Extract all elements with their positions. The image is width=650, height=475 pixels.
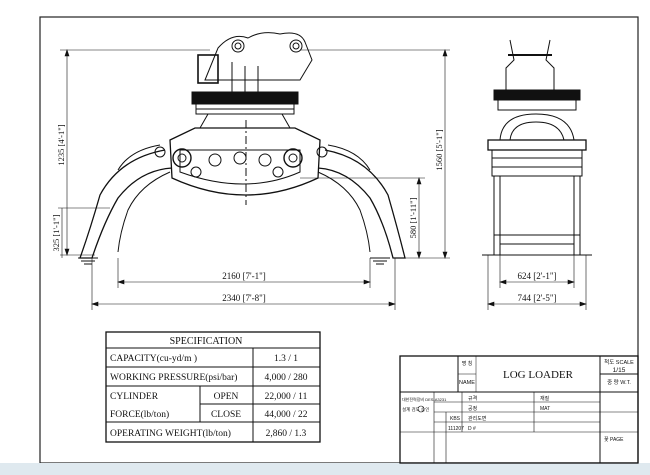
- title-name-label: NAME: [459, 380, 475, 386]
- title-stamp-line: 설계 검도 승인: [402, 406, 429, 413]
- title-block: 명 칭 NAME LOG LOADER 척도 SCALE 1/15 중 량 W.…: [399, 355, 639, 464]
- right-tine-inner: [317, 171, 371, 253]
- dim-width-outer: 2340 [7'-8"]: [222, 293, 266, 303]
- side-dimensions: [487, 255, 587, 310]
- mount-bracket: [204, 32, 313, 81]
- pivot-right-inner: [288, 153, 298, 163]
- dim-width-inner: 2160 [7'-1"]: [222, 271, 266, 281]
- front-view: [78, 32, 406, 265]
- frame-inner: [179, 149, 301, 185]
- left-tine-arm: [117, 144, 161, 171]
- title-part-kr: 관리도면: [468, 415, 487, 422]
- spec-row-sub: OPEN: [214, 392, 239, 402]
- cylinder-pin: [258, 153, 272, 167]
- spec-row-value: 4,000 / 280: [264, 373, 307, 383]
- title-name-value: LOG LOADER: [503, 369, 574, 381]
- spec-table: SPECIFICATION CAPACITY(cu-yd/m ) 1.3 / 1…: [105, 331, 321, 443]
- right-tine-arm: [327, 144, 371, 171]
- front-dimensions: [58, 49, 450, 310]
- pivot-left-inner: [177, 153, 187, 163]
- side-rotator-ring: [497, 99, 577, 111]
- dim-side-outer: 744 [2'-5"]: [517, 293, 556, 303]
- upper-pin-right: [316, 146, 328, 158]
- side-rotator: [493, 89, 581, 101]
- side-view: [482, 39, 592, 256]
- title-material-label: MAT: [540, 406, 550, 412]
- ground-mark-right: [370, 257, 390, 265]
- side-mount: [505, 39, 555, 90]
- dim-height-top: 1235 [4'-1"]: [56, 124, 66, 165]
- pin-hole-left: [231, 39, 245, 53]
- cylinder-pin: [272, 166, 284, 178]
- spec-row-value: 44,000 / 22: [264, 410, 307, 420]
- title-name-kr: 명 칭: [462, 360, 473, 367]
- valve-block: [197, 54, 219, 84]
- dim-height-low: 325 [1'-1"]: [51, 214, 61, 251]
- title-dwg-no: D #: [468, 426, 476, 432]
- side-arch: [499, 113, 575, 141]
- spec-row-label: OPERATING WEIGHT(lb/ton): [110, 428, 231, 439]
- title-material-kr: 재질: [540, 395, 550, 402]
- approval-stamp: [417, 405, 425, 413]
- pin-hole-right-inner: [292, 42, 300, 50]
- title-kbs: KBS: [450, 416, 461, 422]
- title-scale-value: 1/15: [613, 367, 626, 374]
- dim-side-inner: 624 [2'-1"]: [517, 271, 556, 281]
- dim-height-mid: 580 [1'-11"]: [408, 197, 418, 238]
- left-tine-inner: [117, 171, 171, 253]
- pin-hole-right: [289, 39, 303, 53]
- side-frame-band: [491, 149, 583, 177]
- spec-row-label: CAPACITY(cu-yd/m ): [110, 353, 197, 364]
- cylinder-pin: [190, 166, 202, 178]
- pin-hole-left-inner: [234, 42, 242, 50]
- spec-title: SPECIFICATION: [170, 336, 243, 347]
- rotator-housing: [191, 91, 299, 105]
- title-date-code: 111207: [448, 426, 464, 432]
- title-treatment-label: 공정: [468, 405, 477, 412]
- pivot-right: [283, 148, 303, 168]
- spec-row-label: FORCE(lb/ton): [110, 409, 169, 420]
- central-frame: [169, 127, 321, 196]
- spec-row-label: CYLINDER: [110, 392, 159, 402]
- bottom-edge-band: [0, 463, 650, 475]
- spec-row-sub: CLOSE: [211, 410, 241, 420]
- ground-mark-left: [78, 257, 98, 265]
- spec-row-value: 22,000 / 11: [265, 392, 308, 402]
- title-page-label: 꽃 PAGE: [604, 437, 624, 443]
- title-weight-label: 중 량 W.T.: [607, 379, 631, 386]
- spec-row-value: 2,860 / 1.3: [266, 429, 307, 439]
- spec-row-label: WORKING PRESSURE(psi/bar): [110, 372, 237, 383]
- title-scale-label: 척도 SCALE: [604, 358, 634, 366]
- side-arch-inner: [509, 121, 565, 141]
- dim-height-total: 1560 [5'-1"]: [434, 129, 444, 170]
- cylinder-pin: [208, 153, 222, 167]
- pivot-left: [172, 148, 192, 168]
- spec-row-value: 1.3 / 1: [274, 354, 298, 364]
- title-company-line: 대한전력장비 DES-A3231: [402, 396, 447, 402]
- title-code-label: 규격: [468, 395, 477, 402]
